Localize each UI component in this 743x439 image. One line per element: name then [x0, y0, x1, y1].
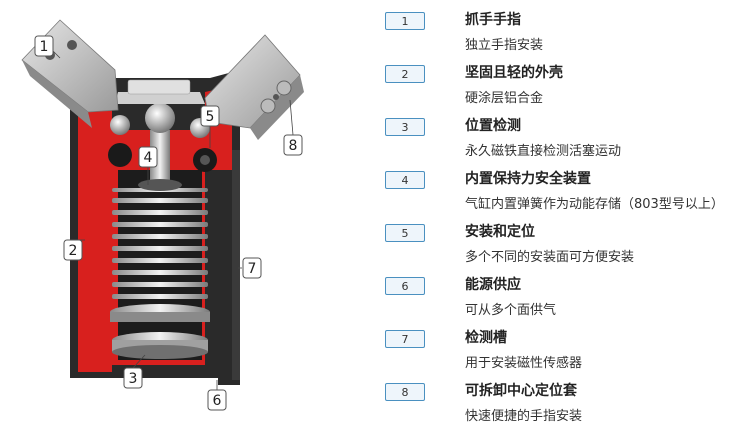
callout-6: 6 — [207, 389, 227, 411]
feature-description: 快速便捷的手指安装 — [465, 409, 583, 424]
feature-item: 1 抓手手指 独立手指安装 — [385, 8, 740, 58]
svg-text:2: 2 — [69, 243, 78, 259]
feature-title: 可拆卸中心定位套 — [465, 383, 577, 399]
feature-number-badge: 5 — [385, 224, 425, 242]
feature-number-badge: 6 — [385, 277, 425, 295]
feature-description: 用于安装磁性传感器 — [465, 356, 583, 371]
feature-title: 坚固且轻的外壳 — [465, 65, 563, 81]
svg-text:1: 1 — [40, 39, 49, 55]
svg-text:8: 8 — [289, 138, 298, 154]
feature-item: 2 坚固且轻的外壳 硬涂层铝合金 — [385, 61, 740, 111]
feature-item: 8 可拆卸中心定位套 快速便捷的手指安装 — [385, 379, 740, 429]
feature-title: 安装和定位 — [465, 224, 535, 240]
feature-description: 永久磁铁直接检测活塞运动 — [465, 144, 622, 159]
feature-number-badge: 4 — [385, 171, 425, 189]
callout-3: 3 — [123, 367, 143, 389]
callout-1: 1 — [34, 35, 54, 57]
center-rod — [115, 79, 205, 191]
callout-7: 7 — [242, 257, 262, 279]
feature-item: 6 能源供应 可从多个面供气 — [385, 273, 740, 323]
feature-description: 可从多个面供气 — [465, 303, 557, 318]
feature-number-badge: 2 — [385, 65, 425, 83]
feature-description: 独立手指安装 — [465, 38, 544, 53]
feature-number-badge: 1 — [385, 12, 425, 30]
feature-description: 硬涂层铝合金 — [465, 91, 544, 106]
callout-8: 8 — [283, 134, 303, 156]
svg-text:4: 4 — [144, 150, 153, 166]
piston — [110, 304, 210, 359]
callout-2: 2 — [63, 239, 83, 261]
svg-text:3: 3 — [129, 371, 138, 387]
gripper-cutaway-illustration: 1 2 3 4 5 6 7 8 — [21, 19, 304, 411]
feature-title: 检测槽 — [465, 330, 507, 346]
feature-number-badge: 3 — [385, 118, 425, 136]
rollers — [108, 115, 217, 172]
feature-number-badge: 8 — [385, 383, 425, 401]
feature-title: 位置检测 — [465, 118, 521, 134]
feature-item: 5 安装和定位 多个不同的安装面可方便安装 — [385, 220, 740, 270]
feature-description: 多个不同的安装面可方便安装 — [465, 250, 635, 265]
feature-item: 4 内置保持力安全装置 气缸内置弹簧作为动能存储（803型号以上） — [385, 167, 740, 217]
feature-title: 能源供应 — [465, 277, 521, 293]
svg-text:7: 7 — [248, 261, 257, 277]
svg-text:5: 5 — [206, 109, 215, 125]
feature-number-badge: 7 — [385, 330, 425, 348]
callout-4: 4 — [138, 146, 158, 168]
feature-item: 3 位置检测 永久磁铁直接检测活塞运动 — [385, 114, 740, 164]
callout-5: 5 — [200, 105, 220, 127]
feature-title: 内置保持力安全装置 — [465, 171, 591, 187]
feature-item: 7 检测槽 用于安装磁性传感器 — [385, 326, 740, 376]
svg-text:6: 6 — [213, 393, 222, 409]
feature-title: 抓手手指 — [465, 12, 521, 28]
feature-description: 气缸内置弹簧作为动能存储（803型号以上） — [465, 197, 724, 212]
